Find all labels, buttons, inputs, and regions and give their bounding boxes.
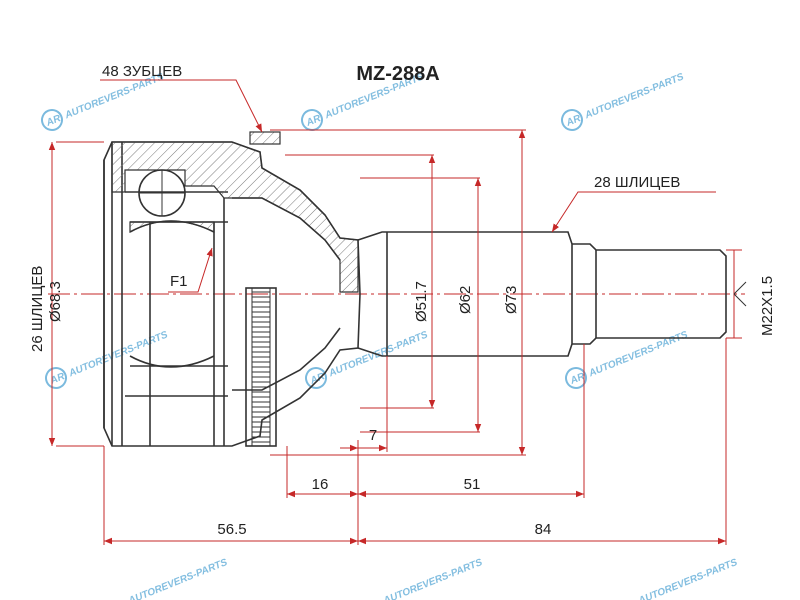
- dim-length-56-5: 56.5: [217, 521, 246, 538]
- leader-48-teeth: [100, 79, 263, 133]
- watermark-4: AR AUTOREVERS-PARTS: [45, 329, 170, 389]
- part-outline: [103, 141, 727, 447]
- autorevers-logo-icon: [301, 109, 323, 131]
- autorevers-logo-icon: [565, 367, 587, 389]
- dim-d-housing: Ø68.3: [47, 281, 64, 322]
- leader-f1: [168, 247, 213, 293]
- watermark-text: AUTOREVERS-PARTS: [636, 557, 739, 600]
- stub-shaft: [357, 231, 573, 357]
- dim-offset-7: 7: [369, 427, 377, 444]
- abs-ring: [245, 287, 277, 447]
- dim-d-ring: Ø73: [503, 286, 520, 314]
- watermark-text: AUTOREVERS-PARTS: [583, 71, 686, 121]
- dimension-lines: [48, 79, 747, 545]
- watermark-text: AUTOREVERS-PARTS: [126, 557, 229, 600]
- callout-inner-splines: 26 ШЛИЦЕВ: [29, 266, 46, 352]
- dim-length-51: 51: [464, 476, 481, 493]
- autorevers-logo-icon: [41, 109, 63, 131]
- watermark-9: AUTOREVERS-PARTS: [636, 557, 739, 600]
- watermark-7: AUTOREVERS-PARTS: [126, 557, 229, 600]
- autorevers-logo-icon: [561, 109, 583, 131]
- section-hatch: [111, 131, 359, 293]
- thread-marker: [733, 281, 747, 307]
- callout-f1: F1: [170, 273, 188, 290]
- dim-thread: M22X1.5: [759, 276, 776, 336]
- page-title: MZ-288A: [356, 63, 439, 85]
- watermark-3: AR AUTOREVERS-PARTS: [561, 71, 686, 131]
- leader-28-splines: [551, 191, 716, 233]
- dim-length-16: 16: [312, 476, 329, 493]
- callout-outer-teeth: 48 ЗУБЦЕВ: [102, 63, 182, 80]
- dim-d-seal: Ø51.7: [413, 281, 430, 322]
- callout-shaft-splines: 28 ШЛИЦЕВ: [594, 174, 680, 191]
- watermark-text: AUTOREVERS-PARTS: [587, 329, 690, 379]
- abs-teeth: [252, 291, 270, 443]
- watermark-5: AR AUTOREVERS-PARTS: [305, 329, 430, 389]
- autorevers-logo-icon: [305, 367, 327, 389]
- dim-length-84: 84: [535, 521, 552, 538]
- watermark-text: AUTOREVERS-PARTS: [381, 557, 484, 600]
- watermark-6: AR AUTOREVERS-PARTS: [565, 329, 690, 389]
- thread-end: [572, 243, 727, 345]
- dim-d-shaft: Ø62: [457, 286, 474, 314]
- watermark-8: AUTOREVERS-PARTS: [381, 557, 484, 600]
- watermark-text: AUTOREVERS-PARTS: [67, 329, 170, 379]
